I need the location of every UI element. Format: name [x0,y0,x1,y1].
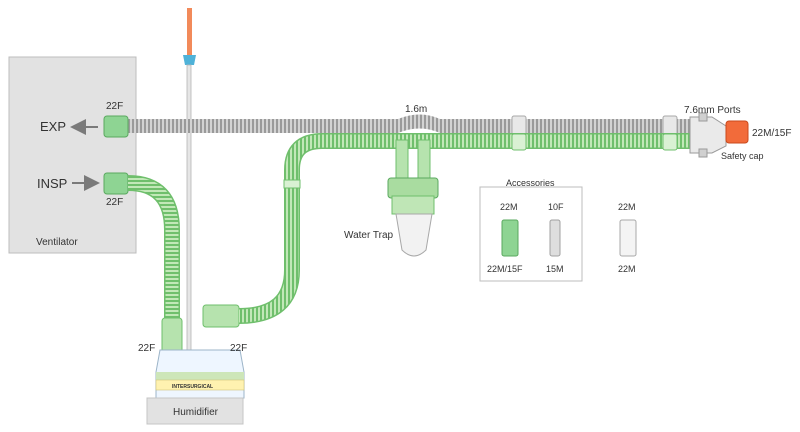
ventilator: EXP INSP Ventilator [8,56,137,254]
ports-label: 7.6mm Ports [684,105,741,116]
humidifier-right-port-label: 22F [230,343,247,354]
water-trap-label: Water Trap [344,230,394,241]
patient-end-label: 22M/15F [752,128,791,139]
humidifier-left-port-label: 22F [138,343,155,354]
accessory-3-bottom: 22M [618,264,636,274]
exp-port-connector [103,115,129,138]
accessory-3-top: 22M [618,202,636,212]
exp-port-label: 22F [106,101,123,112]
accessory-3: 22M 22M [618,202,637,274]
inspiratory-limb-heated [202,133,690,328]
safety-cap-icon [725,120,749,144]
accessory-2-connector [549,219,561,257]
accessory-1-connector [501,219,519,257]
insp-port-label: 22F [106,197,123,208]
accessory-1-top: 22M [500,202,518,212]
circuit-length-label: 1.6m [405,104,427,115]
expiratory-limb [124,114,690,137]
accessory-2-bottom: 15M [546,264,564,274]
accessories-panel: Accessories 22M 22M/15F 10F 15M [479,178,583,282]
y-piece [689,112,727,158]
inspiratory-limb-dry [103,172,183,361]
support-pole [183,8,196,386]
humidifier: INTERSURGICAL Humidifier [146,349,245,425]
exp-label: EXP [40,119,66,134]
accessories-title: Accessories [506,178,555,188]
safety-cap-label: Safety cap [721,151,764,161]
accessory-3-connector [619,219,637,257]
accessory-1-bottom: 22M/15F [487,264,523,274]
accessory-2-top: 10F [548,202,564,212]
water-trap [387,139,439,257]
humidifier-brand: INTERSURGICAL [172,384,213,390]
insp-label: INSP [37,176,67,191]
humidifier-label: Humidifier [173,407,219,418]
ventilator-label: Ventilator [36,237,78,248]
